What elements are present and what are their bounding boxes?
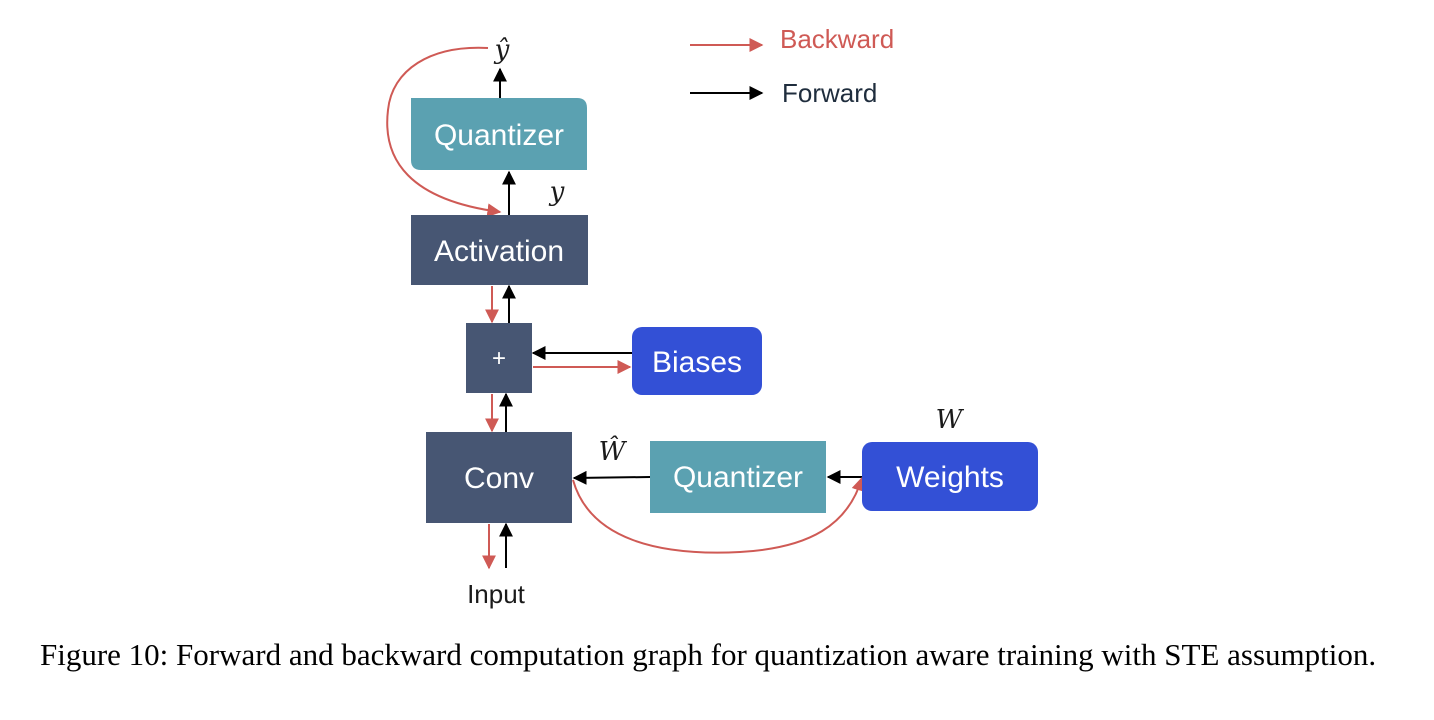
- activation-node: Activation: [411, 215, 588, 285]
- output-quantizer-label: Quantizer: [434, 119, 564, 152]
- forward-arrow-quantizer-to-conv: [572, 470, 651, 485]
- legend: Backward Forward: [690, 24, 894, 108]
- add-label: +: [492, 345, 506, 372]
- y-hat-symbol: ŷ: [494, 35, 510, 65]
- weights-label: Weights: [896, 461, 1004, 494]
- backward-arrow-yhat-to-y: [386, 46, 502, 218]
- figure-caption: Figure 10: Forward and backward computat…: [40, 637, 1377, 672]
- backward-arrow-what-to-weights-ste: [572, 476, 866, 554]
- weights-box: [862, 442, 1038, 511]
- forward-edges: [493, 67, 862, 568]
- weight-quantizer-box: [650, 441, 826, 513]
- biases-box: [632, 327, 762, 395]
- biases-node: Biases: [632, 327, 762, 395]
- input-label: Input: [467, 579, 526, 609]
- activation-box: [411, 215, 588, 285]
- w-hat-symbol: Ŵ: [599, 435, 628, 467]
- conv-box: [426, 432, 572, 523]
- activation-label: Activation: [434, 235, 564, 268]
- weight-quantizer-label: Quantizer: [673, 461, 803, 494]
- output-quantizer-box: [411, 98, 587, 170]
- biases-label: Biases: [652, 346, 742, 379]
- w-symbol: W: [936, 405, 965, 435]
- add-box: [466, 323, 532, 393]
- output-quantizer-node: Quantizer: [411, 98, 587, 170]
- conv-label: Conv: [464, 462, 534, 495]
- conv-node: Conv: [426, 432, 572, 523]
- weights-node: Weights: [862, 442, 1038, 511]
- legend-backward-label: Backward: [780, 24, 894, 54]
- backward-edges: [386, 46, 866, 570]
- legend-forward-label: Forward: [782, 78, 877, 108]
- weight-quantizer-node: Quantizer: [650, 441, 826, 513]
- add-node: +: [466, 323, 532, 393]
- y-symbol: y: [549, 177, 565, 207]
